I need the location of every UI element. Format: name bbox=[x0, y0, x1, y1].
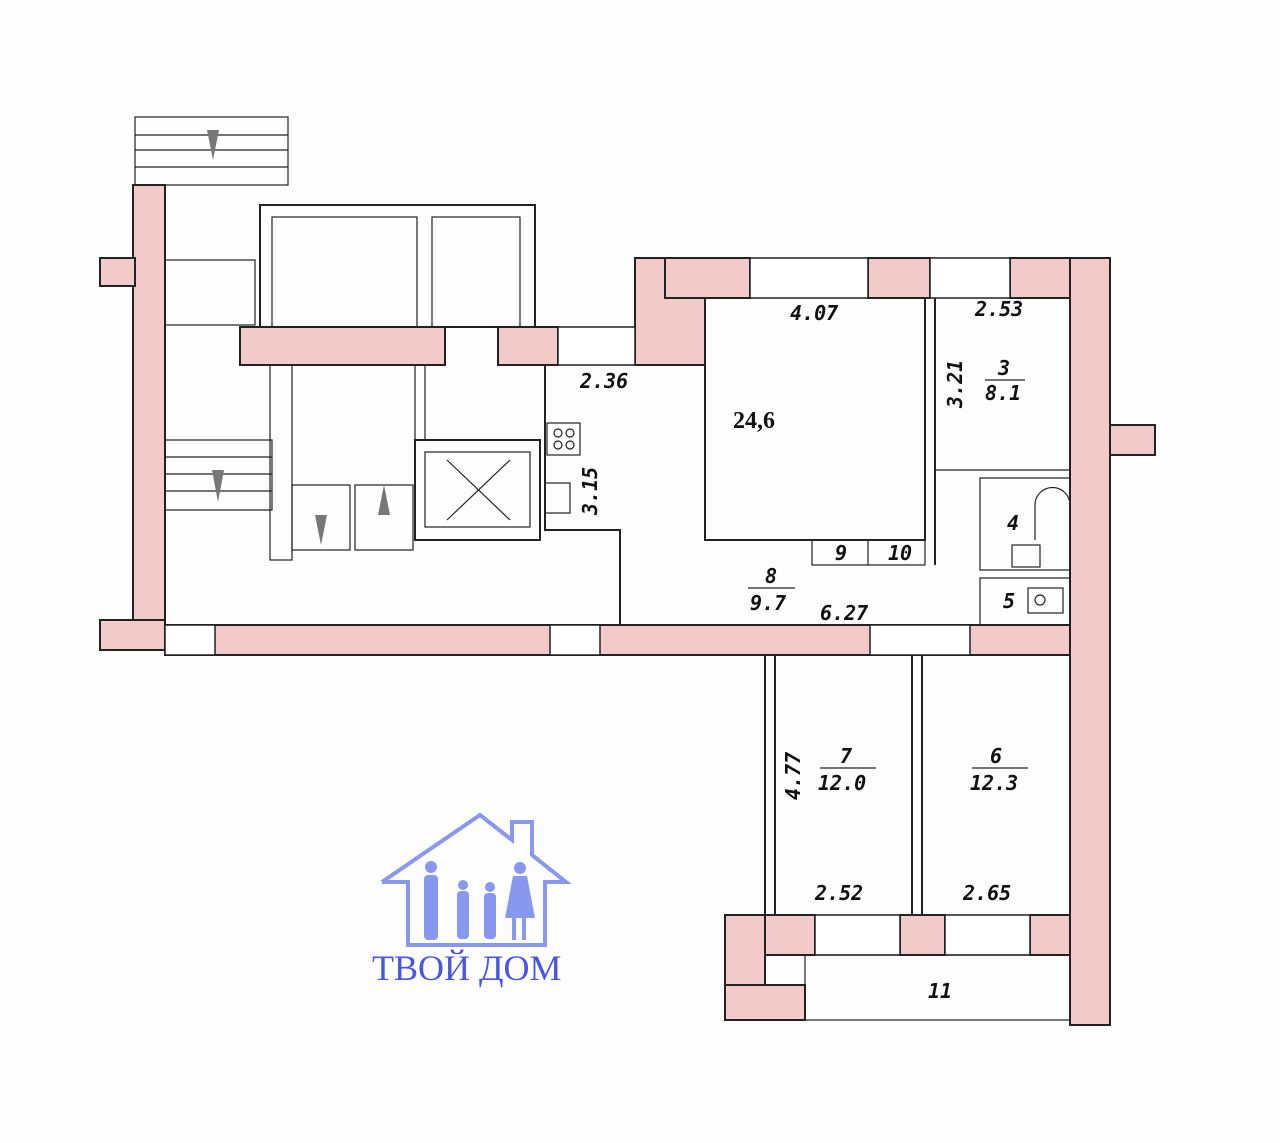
room-8-area: 9.7 bbox=[750, 591, 786, 615]
stairwell bbox=[164, 204, 541, 561]
sink-icon bbox=[544, 482, 571, 514]
dim-2-53: 2.53 bbox=[974, 297, 1023, 321]
dim-2-36: 2.36 bbox=[579, 369, 628, 393]
dim-2-65: 2.65 bbox=[962, 881, 1011, 905]
family-icon bbox=[424, 861, 535, 940]
room-7-area: 12.0 bbox=[818, 771, 866, 795]
room-8-number: 8 bbox=[765, 564, 777, 588]
room-7-number: 7 bbox=[840, 744, 852, 768]
room-9-number: 9 bbox=[835, 541, 847, 565]
dim-3-15: 3.15 bbox=[578, 467, 602, 516]
room-6-area: 12.3 bbox=[970, 771, 1018, 795]
dim-6-27: 6.27 bbox=[820, 601, 868, 625]
windows bbox=[164, 257, 1031, 956]
toilet-icon bbox=[1027, 587, 1064, 614]
dim-2-52: 2.52 bbox=[814, 881, 863, 905]
dim-4-07: 4.07 bbox=[790, 301, 838, 325]
bathtub-icon bbox=[1034, 486, 1071, 540]
logo-tvoy-dom: ТВОЙ ДОМ bbox=[372, 812, 572, 988]
interior-walls bbox=[544, 298, 1071, 1021]
room-6-number: 6 bbox=[990, 744, 1002, 768]
room-10-number: 10 bbox=[888, 541, 912, 565]
dim-4-77: 4.77 bbox=[781, 752, 805, 800]
stove-icon bbox=[546, 422, 581, 456]
room-5-number: 5 bbox=[1003, 589, 1015, 613]
entrance-stairs bbox=[134, 116, 289, 186]
main-area-label: 24,6 bbox=[733, 408, 775, 434]
logo-text: ТВОЙ ДОМ bbox=[372, 948, 562, 988]
room-3-area: 8.1 bbox=[985, 381, 1021, 405]
dim-3-21: 3.21 bbox=[943, 360, 967, 409]
room-4-number: 4 bbox=[1007, 511, 1019, 535]
room-11-number: 11 bbox=[928, 979, 952, 1003]
walls bbox=[99, 184, 1156, 1026]
room-3-number: 3 bbox=[997, 356, 1010, 380]
